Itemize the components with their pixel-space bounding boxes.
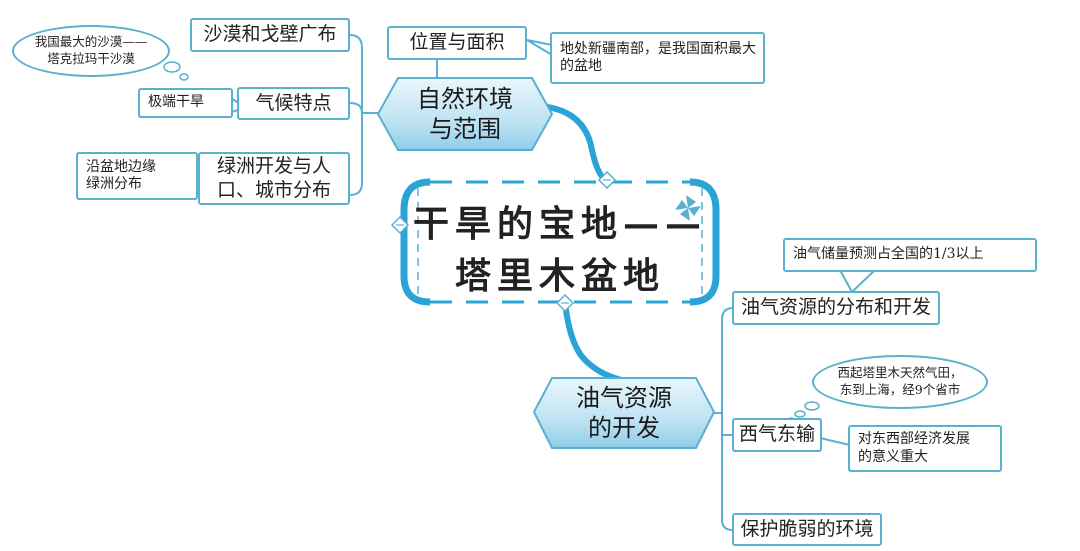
- hexagon-natural: [376, 77, 554, 151]
- connector-branch-1: [539, 103, 609, 183]
- central-topic[interactable]: 干旱的宝地—— 塔里木盆地: [412, 203, 707, 298]
- node-west-east-gas[interactable]: 西气东输: [732, 418, 822, 452]
- note-position-area: 地处新疆南部，是我国面积最大的盆地: [550, 32, 765, 84]
- node-protect-environment[interactable]: 保护脆弱的环境: [732, 513, 882, 546]
- callout-pointer-gas: [819, 437, 851, 460]
- note-gas-significance: 对东西部经济发展的意义重大: [848, 425, 1002, 472]
- central-frame: [400, 178, 431, 306]
- callout-pointer-position: [526, 39, 553, 57]
- branch-natural-label[interactable]: 自然环境与范围: [417, 85, 513, 143]
- node-desert[interactable]: 沙漠和戈壁广布: [190, 18, 350, 52]
- callout-pointer-oil: [839, 269, 876, 294]
- note-oil-reserve: 油气储量预测占全国的1/3以上: [783, 238, 1037, 272]
- node-position-area[interactable]: 位置与面积: [387, 26, 527, 60]
- connector-right-bracket: [713, 307, 734, 531]
- node-oil-distribution[interactable]: 油气资源的分布和开发: [732, 291, 940, 325]
- node-oasis[interactable]: 绿洲开发与人口、城市分布: [198, 152, 350, 205]
- node-climate[interactable]: 气候特点: [237, 87, 350, 120]
- hexagon-oil: [532, 377, 716, 449]
- branch-oil-label[interactable]: 油气资源的开发: [576, 384, 672, 442]
- connector-branch-2: [562, 302, 623, 383]
- note-oasis: 沿盆地边缘绿洲分布: [76, 152, 198, 200]
- bubble-desert: 我国最大的沙漠——塔克拉玛干沙漠: [12, 25, 170, 77]
- pinwheel-icon: [675, 195, 701, 221]
- note-climate: 极端干旱: [138, 88, 233, 118]
- bubble-gas-route: 西起塔里木天然气田，东到上海，经9个省市: [812, 355, 988, 409]
